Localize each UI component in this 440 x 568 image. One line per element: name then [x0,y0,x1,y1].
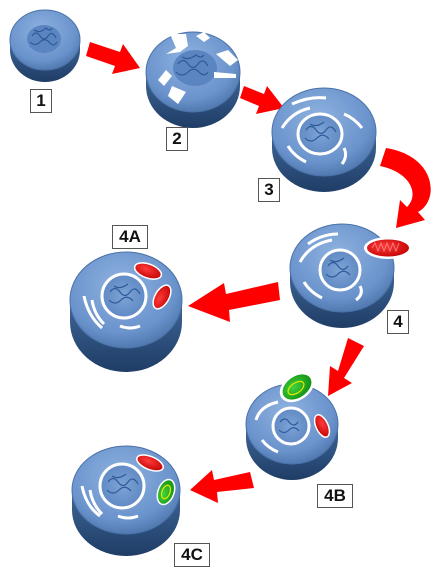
label-stage-3: 3 [258,178,280,202]
nuclear-envelope [271,406,311,446]
mitochondrion-1 [133,262,163,280]
cell-stage-4b [245,371,339,480]
chromatin [106,473,139,494]
arrow-1-to-2 [86,42,140,74]
chromatin [325,257,351,278]
chromatin [175,54,209,76]
label-stage-2: 2 [166,127,188,151]
nuclear-envelope [98,462,146,510]
nuclear-envelope [296,112,344,156]
nuclear-envelope [100,272,148,320]
arrow-2-to-3 [240,86,284,114]
cell-stage-4 [289,223,412,328]
mitochondrion [367,239,409,257]
chromatin [108,283,141,304]
mitochondrion-2 [152,284,172,310]
cell-stage-1 [9,9,81,82]
cell-stage-4c [71,445,181,556]
er-membrane [280,106,311,129]
chromatin [29,27,58,46]
label-stage-4b: 4B [317,484,353,508]
mitochondrion [136,454,164,472]
arrow-4-to-4a [188,282,280,322]
label-stage-4a: 4A [112,225,148,249]
cell-stage-4a [69,251,183,372]
chloroplast [156,478,176,506]
arrow-4b-to-4c [190,470,254,503]
label-stage-4: 4 [387,310,409,334]
label-stage-1: 1 [30,89,52,113]
infolding-membrane [166,34,188,54]
nucleus [173,50,217,86]
label-stage-4c: 4C [174,543,210,567]
chloroplast [282,374,312,400]
cell-stage-3 [271,87,377,192]
arrow-3-to-4 [380,148,431,228]
cell-stage-2 [145,31,241,128]
arrow-4-to-4b [328,338,364,396]
chromatin [304,121,337,142]
nuclear-envelope [318,248,362,292]
chromatin [278,418,300,434]
mitochondrion [313,414,331,438]
